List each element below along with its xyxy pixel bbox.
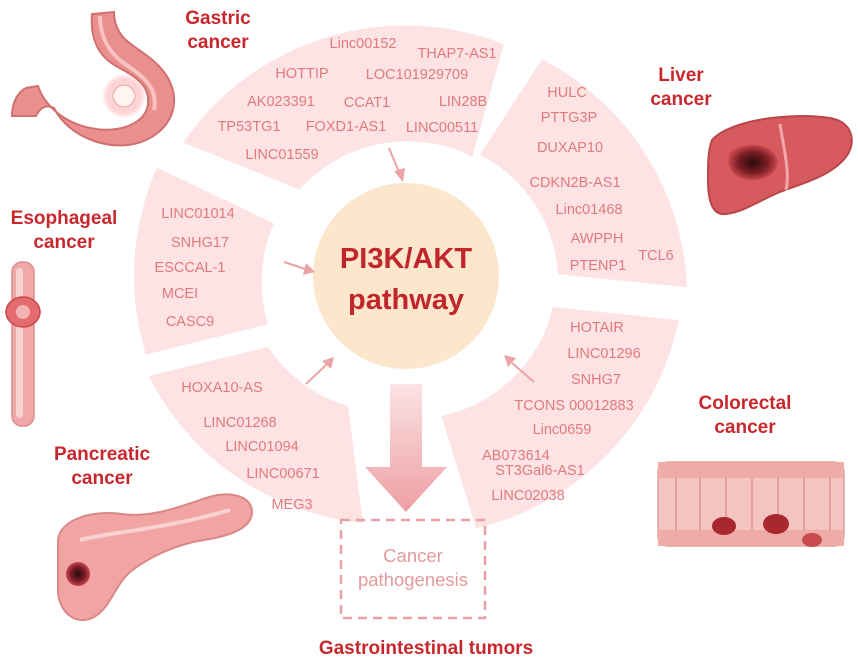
gene-label: HOXA10-AS (181, 380, 262, 396)
pancreatic-segment (148, 347, 363, 523)
gene-label: LINC01014 (161, 206, 234, 222)
esophageal-gene-list: LINC01014 SNHG17 ESCCAL-1 MCEI CASC9 (155, 206, 235, 330)
gene-label: LOC101929709 (366, 67, 468, 83)
gene-label: PTENP1 (570, 258, 626, 274)
liver-label-line1: Liver (658, 65, 704, 86)
esophageal-label-line2: cancer (33, 232, 95, 253)
gene-label: AK023391 (247, 94, 315, 110)
gene-label: HULC (547, 85, 586, 101)
gene-label: TCONS 00012883 (514, 398, 633, 414)
gene-label: TCL6 (638, 248, 673, 264)
gene-label: CASC9 (166, 314, 214, 330)
colorectal-label-line2: cancer (714, 417, 776, 438)
gene-label: LINC02038 (491, 488, 564, 504)
liver-gene-list: HULC PTTG3P DUXAP10 CDKN2B-AS1 Linc01468… (529, 85, 673, 274)
liver-label-line2: cancer (650, 89, 712, 110)
gene-label: LINC01296 (567, 346, 640, 362)
gene-label: SNHG7 (571, 372, 621, 388)
gene-label: Linc00152 (330, 36, 397, 52)
gastric-gene-list: Linc00152 THAP7-AS1 HOTTIP LOC101929709 … (218, 36, 497, 163)
pancreatic-label-line2: cancer (71, 468, 133, 489)
gene-label: ST3Gal6-AS1 (495, 463, 584, 479)
pancreas-illustration (56, 493, 254, 621)
gene-label: AWPPH (571, 231, 624, 247)
gene-label: LINC01268 (203, 415, 276, 431)
gene-label: MEG3 (271, 497, 312, 513)
pi3k-akt-hub (313, 183, 499, 369)
gene-label: LIN28B (439, 94, 487, 110)
gene-label: HOTTIP (275, 66, 328, 82)
gastric-label-line2: cancer (187, 32, 249, 53)
pathogenesis-line1: Cancer (383, 545, 443, 566)
gene-label: CCAT1 (344, 95, 390, 111)
liver-segment (480, 59, 687, 288)
footer-title: Gastrointestinal tumors (319, 638, 533, 659)
pathogenesis-arrow (365, 384, 447, 512)
hub-title-line2: pathway (348, 284, 464, 316)
colorectal-label-line1: Colorectal (699, 393, 792, 414)
gene-label: Linc01468 (556, 202, 623, 218)
gene-label: LINC01094 (225, 439, 298, 455)
gene-label: ESCCAL-1 (155, 260, 226, 276)
gene-label: DUXAP10 (537, 140, 603, 156)
pancreatic-label-line1: Pancreatic (54, 444, 151, 465)
pathogenesis-line2: pathogenesis (358, 569, 468, 590)
esophagus-illustration (5, 261, 41, 427)
gene-label: LINC00511 (406, 120, 478, 136)
colorectal-segment (441, 307, 679, 529)
hub-title-line1: PI3K/AKT (340, 243, 472, 275)
gastric-label-line1: Gastric (185, 8, 251, 29)
colon-illustration (657, 461, 845, 547)
gastric-segment (183, 25, 504, 190)
gene-label: CDKN2B-AS1 (529, 175, 620, 191)
colorectal-gene-list: HOTAIR LINC01296 SNHG7 TCONS 00012883 Li… (482, 320, 641, 504)
gene-label: Linc0659 (533, 422, 592, 438)
gene-label: THAP7-AS1 (418, 46, 497, 62)
gene-label: MCEI (162, 286, 198, 302)
gene-label: PTTG3P (541, 110, 597, 126)
liver-illustration (706, 115, 853, 216)
gene-label: AB073614 (482, 448, 550, 464)
gene-label: HOTAIR (570, 320, 624, 336)
pathogenesis-box (339, 518, 487, 620)
gene-label: LINC00671 (246, 466, 319, 482)
gene-label: SNHG17 (171, 235, 229, 251)
connector-arrows (283, 147, 535, 385)
esophageal-label-line1: Esophageal (11, 208, 118, 229)
pancreatic-gene-list: HOXA10-AS LINC01268 LINC01094 LINC00671 … (181, 380, 319, 513)
gene-label: LINC01559 (245, 147, 318, 163)
gene-label: TP53TG1 (218, 119, 281, 135)
stomach-illustration (10, 10, 176, 147)
esophageal-segment (134, 167, 274, 355)
gene-label: FOXD1-AS1 (306, 119, 387, 135)
